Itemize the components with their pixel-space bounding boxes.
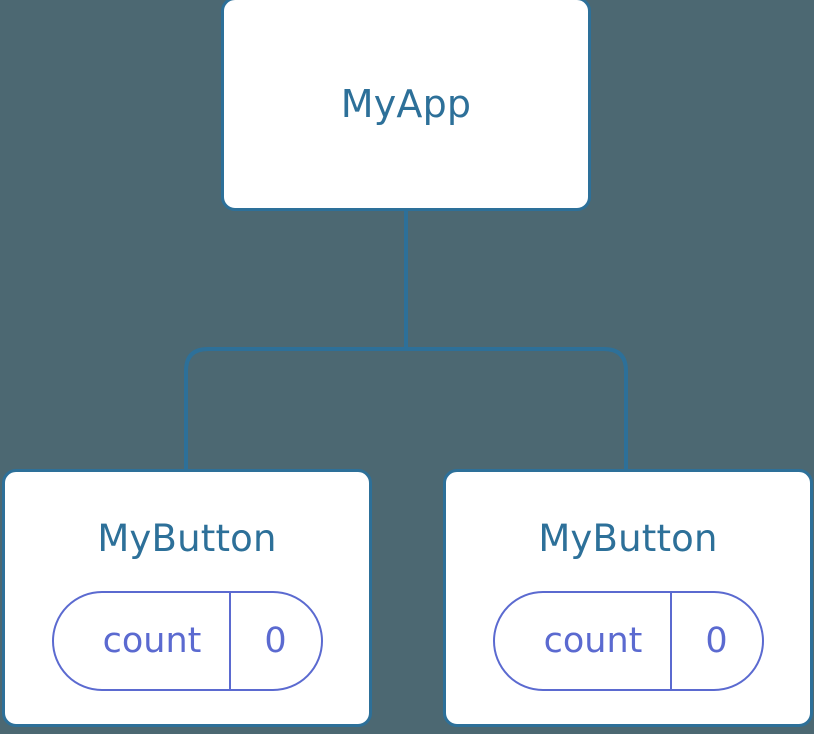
- node-myapp-label: MyApp: [340, 82, 472, 126]
- node-mybutton-1[interactable]: MyButton count 0: [2, 469, 372, 727]
- node-mybutton-1-label: MyButton: [97, 517, 277, 560]
- state-pill-2-key: count: [543, 620, 643, 661]
- edge-root-to-child-right: [406, 347, 628, 470]
- node-mybutton-2[interactable]: MyButton count 0: [443, 469, 813, 727]
- state-pill-1-value: 0: [228, 593, 321, 689]
- edge-root-to-child-left: [184, 347, 406, 470]
- state-pill-1[interactable]: count 0: [51, 591, 323, 691]
- node-mybutton-2-label: MyButton: [538, 517, 718, 560]
- state-pill-2-value: 0: [669, 593, 762, 689]
- state-pill-1-key: count: [102, 620, 202, 661]
- node-myapp[interactable]: MyApp: [221, 0, 591, 211]
- state-pill-2[interactable]: count 0: [492, 591, 764, 691]
